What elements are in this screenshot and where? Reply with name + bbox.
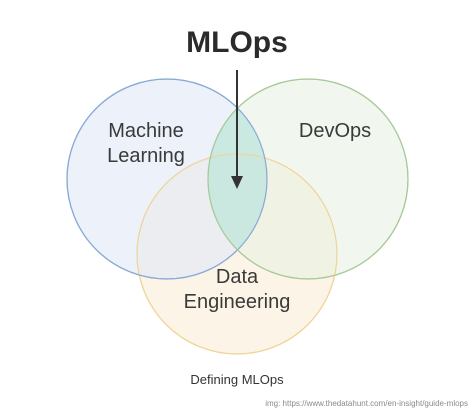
data-engineering-label-line1: Data: [216, 266, 259, 288]
machine-learning-label-line1: Machine: [108, 120, 184, 142]
machine-learning-label-line2: Learning: [107, 145, 185, 167]
machine-learning-outline: [66, 78, 268, 280]
image-credit: img: https://www.thedatahunt.com/en-insi…: [265, 399, 468, 408]
devops-label: DevOps: [299, 120, 371, 142]
arrow-head: [231, 176, 243, 189]
devops-outline: [207, 78, 409, 280]
data-engineering-label-line2: Engineering: [184, 291, 291, 313]
mlops-title: MLOps: [186, 26, 288, 59]
diagram-caption: Defining MLOps: [190, 372, 284, 387]
